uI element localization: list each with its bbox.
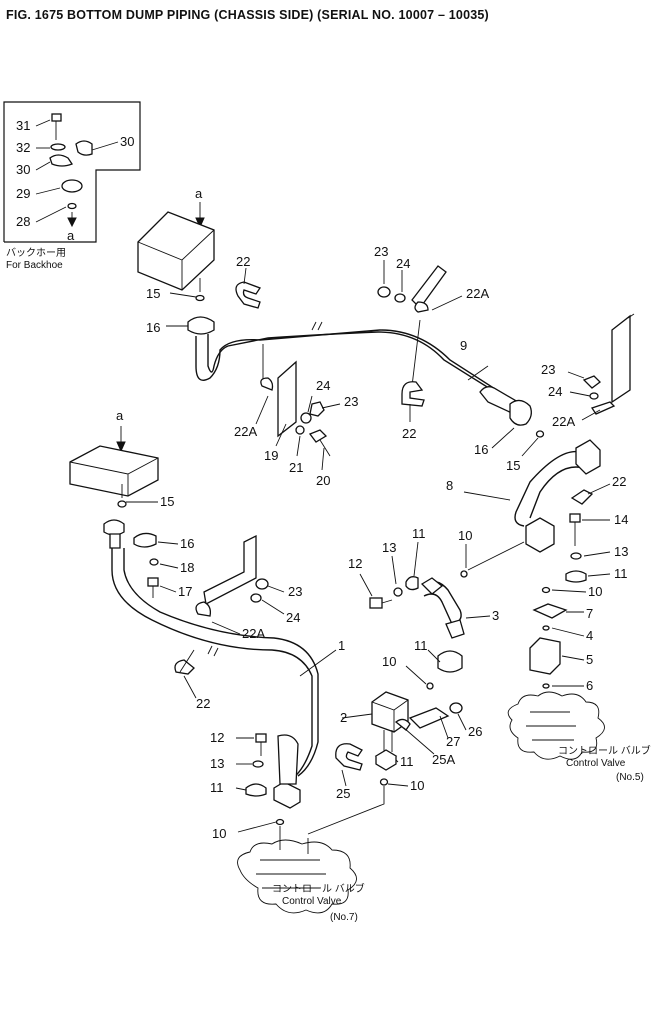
- callout-10: 10: [410, 778, 424, 793]
- callout-6: 6: [586, 678, 593, 693]
- callout-10: 10: [212, 826, 226, 841]
- callout-7: 7: [586, 606, 593, 621]
- callout-11: 11: [210, 780, 224, 795]
- callout-5: 5: [586, 652, 593, 667]
- callout-25: 25: [336, 786, 350, 801]
- callout-21: 21: [289, 460, 303, 475]
- callout-3: 3: [492, 608, 499, 623]
- valve-no5-number: (No.5): [616, 772, 644, 783]
- fitting-3: 12 13 11 3: [348, 526, 499, 639]
- pipe-8: 8 22: [446, 439, 626, 553]
- arrow-label-a: a: [67, 228, 75, 243]
- callout-29: 29: [16, 186, 30, 201]
- upper-valve-block: a 15: [137, 186, 215, 302]
- callout-22: 22: [196, 696, 210, 711]
- callout-24: 24: [316, 378, 330, 393]
- callout-1: 1: [338, 638, 345, 653]
- callout-18: 18: [180, 560, 194, 575]
- callout-14: 14: [614, 512, 628, 527]
- callout-10: 10: [382, 654, 396, 669]
- callout-24: 24: [286, 610, 300, 625]
- pipe-9: 9: [187, 316, 532, 426]
- valve-no5-jp: コントロール バルブ: [558, 744, 651, 757]
- callout-8: 8: [446, 478, 453, 493]
- right-stack: 14 13 11 10 7 4 5 6: [529, 512, 628, 693]
- valve-no7-en: Control Valve: [282, 896, 342, 907]
- callout-24: 24: [548, 384, 562, 399]
- callout-4: 4: [586, 628, 593, 643]
- callout-28: 28: [16, 214, 30, 229]
- callout-30: 30: [120, 134, 134, 149]
- callout-22A: 22A: [234, 424, 257, 439]
- valve-no7-jp: コントロール バルブ: [272, 882, 365, 895]
- callout-13: 13: [614, 544, 628, 559]
- callout-11: 11: [400, 754, 414, 769]
- callout-12: 12: [348, 556, 362, 571]
- callout-22: 22: [402, 426, 416, 441]
- callout-9: 9: [460, 338, 467, 353]
- callout-22A: 22A: [466, 286, 489, 301]
- callout-19: 19: [264, 448, 278, 463]
- fasteners-bottom-left: 12 13 11 10: [210, 730, 309, 854]
- pipe-1: 1: [103, 519, 345, 809]
- bracket-left: 23 24 22A 22: [174, 534, 302, 711]
- control-valve-no5: コントロール バルブ Control Valve (No.5): [507, 691, 651, 783]
- fasteners-20-24: 21 20 24 23: [289, 378, 358, 488]
- inset-caption-jp: バックホー用: [6, 247, 66, 259]
- callout-16: 16: [180, 536, 194, 551]
- bracket-19: 22A 19: [234, 344, 297, 463]
- callout-11: 11: [414, 638, 428, 653]
- left-valve-block: a 15: [69, 408, 174, 509]
- callout-15: 15: [146, 286, 160, 301]
- callout-30: 30: [16, 162, 30, 177]
- callout-31: 31: [16, 118, 30, 133]
- callout-2: 2: [340, 710, 347, 725]
- callout-32: 32: [16, 140, 30, 155]
- callout-11: 11: [412, 526, 426, 541]
- inset-caption-en: For Backhoe: [6, 260, 63, 271]
- block-2: 2 27 26 25A 11 25 10: [335, 691, 482, 801]
- callout-11: 11: [614, 566, 628, 581]
- callout-15: 15: [160, 494, 174, 509]
- callout-10: 10: [458, 528, 472, 543]
- callout-22: 22: [236, 254, 250, 269]
- callout-24: 24: [396, 256, 410, 271]
- bracket-22A-upper: 23 24 22A 22: [374, 244, 489, 441]
- callout-22A: 22A: [242, 626, 265, 641]
- valve-no5-en: Control Valve: [566, 758, 626, 769]
- callout-10: 10: [588, 584, 602, 599]
- arrow-label-a: a: [116, 408, 124, 423]
- callout-13: 13: [382, 540, 396, 555]
- callout-23: 23: [344, 394, 358, 409]
- callout-25A: 25A: [432, 752, 455, 767]
- page-title: FIG. 1675 BOTTOM DUMP PIPING (CHASSIS SI…: [6, 8, 489, 22]
- callout-22: 22: [612, 474, 626, 489]
- callout-22A: 22A: [552, 414, 575, 429]
- arrow-label-a: a: [195, 186, 203, 201]
- callout-23: 23: [288, 584, 302, 599]
- fasteners-16-18-17: 16 18 17: [133, 532, 194, 599]
- callout-23: 23: [541, 362, 555, 377]
- callout-12: 12: [210, 730, 224, 745]
- backhoe-inset: 31 32 30 30 29 28 a バックホー用 For Backhoe: [3, 101, 141, 271]
- callout-27: 27: [446, 734, 460, 749]
- callout-16: 16: [146, 320, 160, 335]
- callout-16: 16: [474, 442, 488, 457]
- control-valve-no7: コントロール バルブ Control Valve (No.7): [237, 839, 365, 923]
- valve-no7-number: (No.7): [330, 912, 358, 923]
- callout-13: 13: [210, 756, 224, 771]
- callout-23: 23: [374, 244, 388, 259]
- bracket-right: 23 24 22A: [541, 313, 635, 429]
- callout-26: 26: [468, 724, 482, 739]
- callout-17: 17: [178, 584, 192, 599]
- clip-22: 22: [235, 254, 261, 309]
- callout-20: 20: [316, 473, 330, 488]
- callout-15: 15: [506, 458, 520, 473]
